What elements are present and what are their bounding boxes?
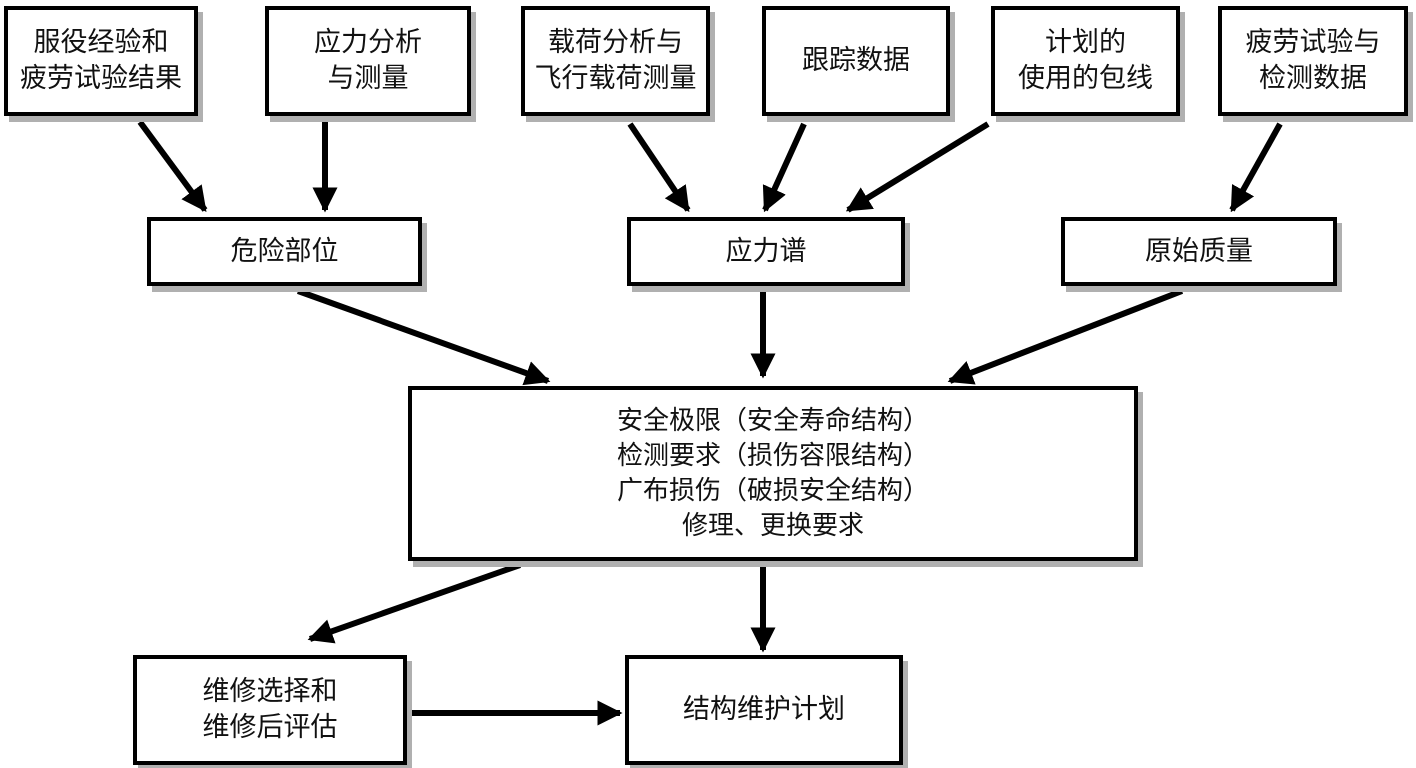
- box-initial-quality: 原始质量: [1061, 217, 1337, 286]
- arrow-fatigue-inspection-to-initial-quality: [1229, 122, 1283, 213]
- arrow-initial-quality-to-central: [947, 288, 1184, 385]
- box-maintenance-plan: 结构维护计划: [625, 655, 903, 765]
- source-line: 检测数据: [1259, 63, 1367, 94]
- box-label: 应力谱: [725, 235, 807, 267]
- source-line: 疲劳试验结果: [20, 63, 182, 94]
- box-critical-location: 危险部位: [147, 217, 422, 286]
- arrow-planned-usage-to-stress-spectrum: [845, 121, 990, 213]
- source-box-service-experience: 服役经验和 疲劳试验结果: [4, 6, 198, 116]
- source-line: 疲劳试验与: [1245, 27, 1381, 58]
- central-line: 安全极限（安全寿命结构）: [616, 405, 929, 436]
- box-label: 危险部位: [230, 235, 339, 267]
- source-line: 服役经验和: [33, 27, 169, 58]
- source-line: 载荷分析与: [548, 27, 683, 58]
- arrow-central-to-repair-options: [307, 562, 521, 644]
- arrow-tracking-to-stress-spectrum: [762, 122, 807, 213]
- box-stress-spectrum: 应力谱: [627, 217, 905, 286]
- arrow-critical-location-to-central: [296, 288, 551, 386]
- source-box-load-analysis: 载荷分析与 飞行载荷测量: [521, 6, 710, 116]
- source-box-fatigue-inspection: 疲劳试验与 检测数据: [1218, 6, 1408, 116]
- box-label: 原始质量: [1145, 235, 1253, 267]
- source-line: 与测量: [327, 63, 409, 94]
- source-line: 跟踪数据: [802, 45, 910, 76]
- central-line: 修理、更换要求: [681, 510, 864, 541]
- arrow-load-analysis-to-stress-spectrum: [627, 122, 691, 213]
- source-box-tracking-data: 跟踪数据: [762, 6, 950, 116]
- source-line: 计划的: [1045, 27, 1126, 58]
- box-line: 维修后评估: [202, 712, 338, 743]
- central-line: 广布损伤（破损安全结构）: [616, 475, 929, 506]
- central-requirements-box: 安全极限（安全寿命结构） 检测要求（损伤容限结构） 广布损伤（破损安全结构） 修…: [408, 386, 1138, 561]
- arrow-service-to-critical-location: [137, 120, 208, 213]
- box-label: 结构维护计划: [683, 694, 845, 725]
- central-line: 检测要求（损伤容限结构）: [616, 440, 929, 471]
- source-line: 使用的包线: [1018, 63, 1153, 94]
- box-repair-options: 维修选择和 维修后评估: [133, 655, 407, 765]
- source-box-stress-analysis: 应力分析 与测量: [265, 6, 471, 116]
- source-line: 应力分析: [314, 27, 422, 58]
- source-line: 飞行载荷测量: [534, 63, 697, 94]
- source-box-planned-usage: 计划的 使用的包线: [991, 6, 1180, 116]
- box-line: 维修选择和: [202, 676, 338, 707]
